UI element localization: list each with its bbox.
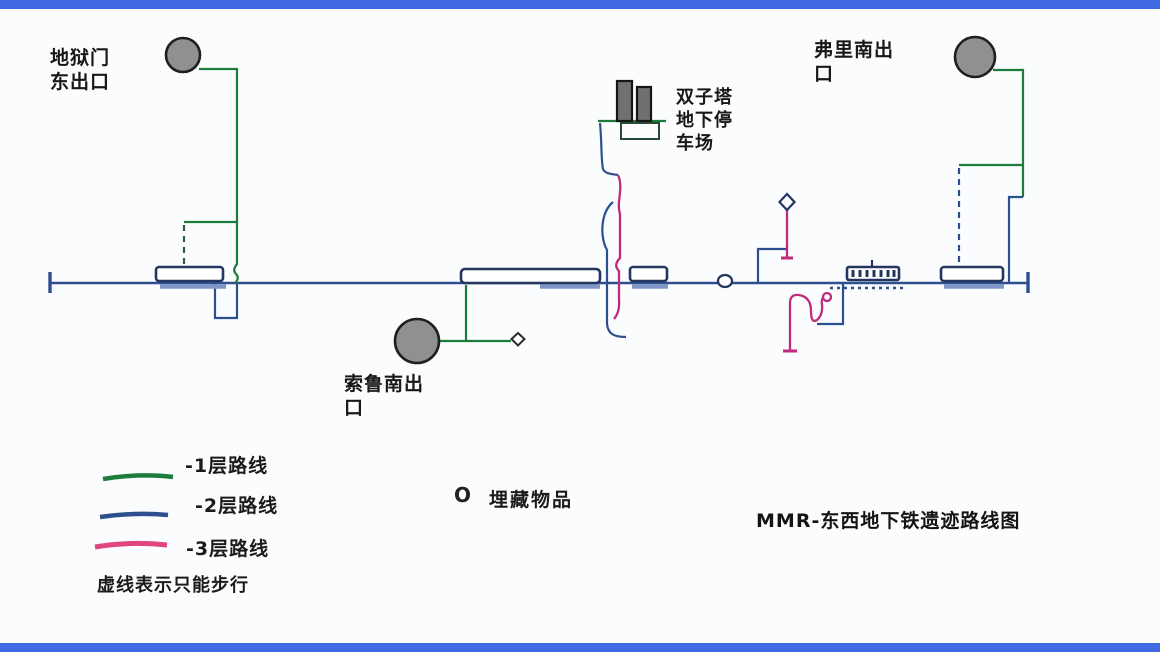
legend-swatch-level3 <box>94 540 168 550</box>
hellgate-route <box>199 67 239 284</box>
platform-fulia <box>939 265 1005 283</box>
left-under-loop <box>213 284 239 320</box>
small-markers <box>510 192 797 347</box>
level3-routes <box>613 174 833 353</box>
parking-block <box>620 122 660 140</box>
bottom-border-bar <box>0 643 1160 652</box>
right-squiggle-route <box>788 293 826 351</box>
right-riser-diamond <box>777 192 797 212</box>
fulia-route <box>993 68 1025 197</box>
map-title: MMR-东西地下铁遗迹路线图 <box>756 510 1021 532</box>
buried-item-label: 埋藏物品 <box>489 489 574 511</box>
hellgate-east-exit-circle <box>164 36 202 74</box>
right-under-hook <box>817 284 845 326</box>
platform-hellgate <box>154 265 225 283</box>
buried-item-symbol: O <box>454 483 472 507</box>
legend-swatch-level2 <box>99 511 169 520</box>
top-border-bar <box>0 0 1160 9</box>
level1-routes <box>182 67 1025 343</box>
parking-connector <box>598 122 619 177</box>
level2-routes <box>48 122 1030 339</box>
twin-towers <box>615 79 660 140</box>
legend-label-level3: -3层路线 <box>186 538 270 560</box>
platform-center <box>628 265 669 283</box>
buried-item-marker <box>716 273 734 289</box>
center-magenta-route <box>613 174 622 320</box>
fulia-south-exit-circle <box>953 35 997 79</box>
twin-tower-parking-label: 双子塔 地下停 车场 <box>676 87 733 155</box>
legend-swatch-level1 <box>102 473 174 482</box>
far-right-descent <box>1007 195 1023 282</box>
soru-south-exit-label: 索鲁南出 口 <box>344 373 425 420</box>
platforms <box>154 265 1005 285</box>
tower-left <box>615 79 634 123</box>
legend-label-level2: -2层路线 <box>195 495 279 517</box>
exit-circles <box>164 35 997 365</box>
squiggle-loop <box>821 291 833 303</box>
legend-swatches <box>94 473 174 550</box>
soru-spur-diamond <box>510 331 526 347</box>
platform-hatch-marks <box>851 260 896 277</box>
center-vertical-route <box>601 201 627 339</box>
right-riser <box>756 247 786 283</box>
legend-label-level1: -1层路线 <box>185 455 269 477</box>
fulia-south-exit-label: 弗里南出 口 <box>814 39 895 86</box>
legend-dashed-note: 虚线表示只能步行 <box>97 575 249 596</box>
hellgate-east-exit-label: 地狱门 东出口 <box>50 47 111 94</box>
hatch <box>851 270 896 277</box>
tower-right <box>635 85 653 123</box>
soru-south-exit-circle <box>393 317 441 365</box>
platform-soru <box>459 267 602 285</box>
